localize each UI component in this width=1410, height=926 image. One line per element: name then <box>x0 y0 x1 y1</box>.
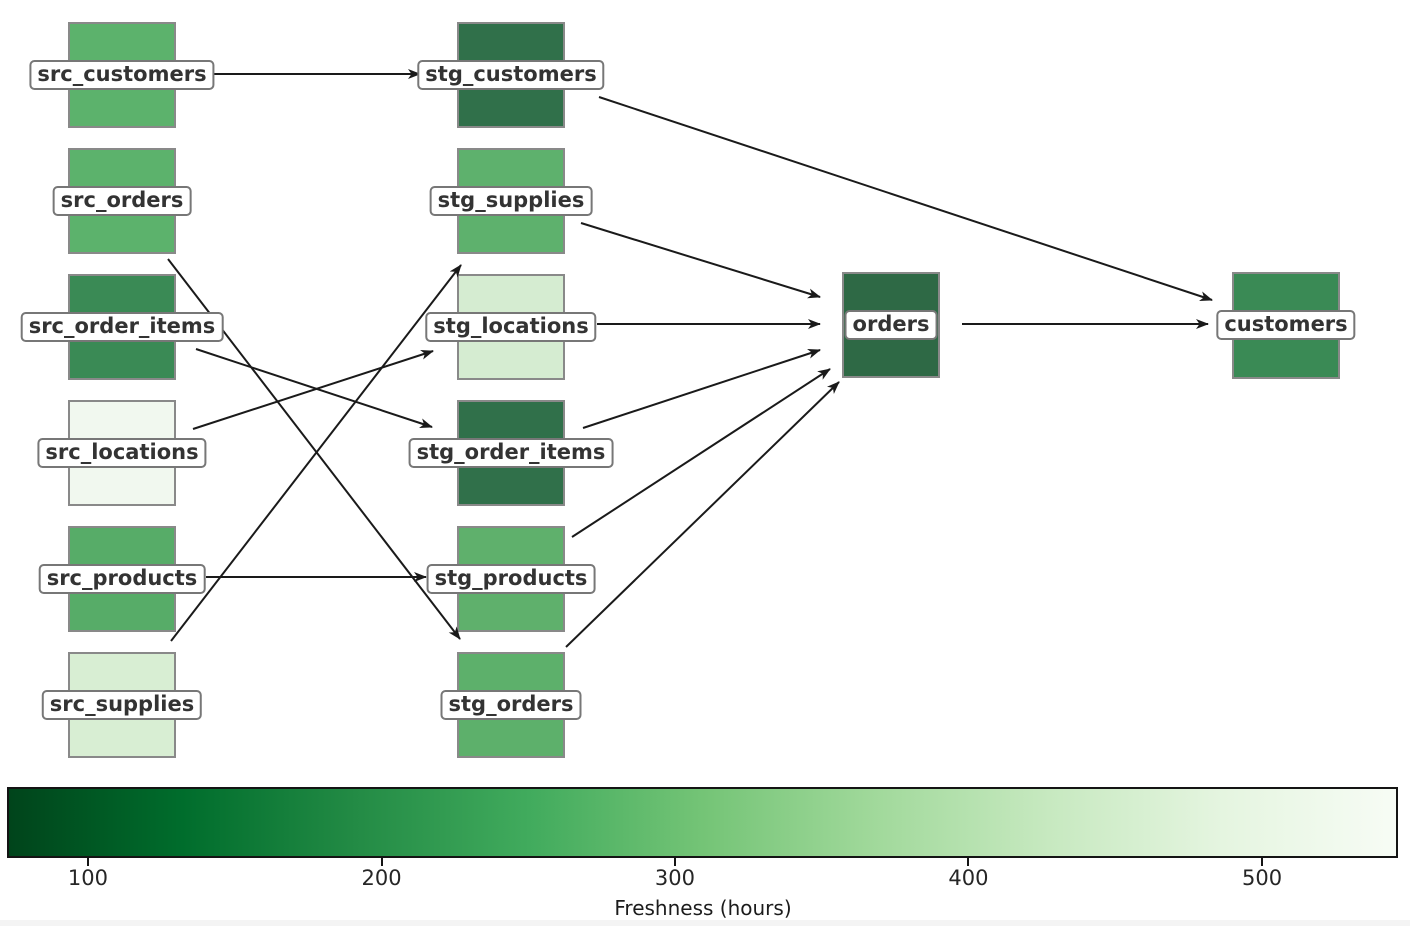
colorbar-tick-mark-300 <box>673 858 676 866</box>
colorbar-tick-label-100: 100 <box>67 866 108 890</box>
edge-stg_customers-to-customers <box>598 96 1213 301</box>
node-label-src_products[interactable]: src_products <box>38 564 206 594</box>
node-label-stg_order_items[interactable]: stg_order_items <box>408 438 614 468</box>
node-label-customers[interactable]: customers <box>1216 310 1356 340</box>
colorbar-gradient <box>7 787 1398 858</box>
edge-src_locations-to-stg_locations <box>192 349 434 430</box>
node-label-stg_orders[interactable]: stg_orders <box>440 690 582 720</box>
colorbar-tick-mark-100 <box>86 858 89 866</box>
edge-stg_supplies-to-orders <box>580 222 821 299</box>
colorbar-tick-mark-400 <box>967 858 970 866</box>
node-label-src_orders[interactable]: src_orders <box>52 186 192 216</box>
colorbar-tick-label-500: 500 <box>1242 866 1283 890</box>
node-label-src_customers[interactable]: src_customers <box>29 60 215 90</box>
node-label-src_supplies[interactable]: src_supplies <box>41 690 203 720</box>
colorbar-tick-label-200: 200 <box>361 866 402 890</box>
edge-src_order_items-to-stg_order_items <box>195 348 433 428</box>
node-label-src_order_items[interactable]: src_order_items <box>20 312 224 342</box>
edge-stg_order_items-to-orders <box>582 349 821 429</box>
edge-stg_orders-to-orders <box>565 381 840 648</box>
bottom-strip <box>0 920 1410 926</box>
colorbar-tick-label-300: 300 <box>654 866 695 890</box>
node-label-src_locations[interactable]: src_locations <box>37 438 207 468</box>
colorbar-axis-label: Freshness (hours) <box>614 896 792 920</box>
node-label-stg_products[interactable]: stg_products <box>426 564 596 594</box>
node-label-stg_locations[interactable]: stg_locations <box>425 312 597 342</box>
colorbar-tick-mark-500 <box>1261 858 1264 866</box>
node-label-stg_customers[interactable]: stg_customers <box>417 60 605 90</box>
colorbar-tick-mark-200 <box>380 858 383 866</box>
node-label-orders[interactable]: orders <box>844 310 938 340</box>
node-label-stg_supplies[interactable]: stg_supplies <box>429 186 593 216</box>
colorbar-tick-label-400: 400 <box>948 866 989 890</box>
